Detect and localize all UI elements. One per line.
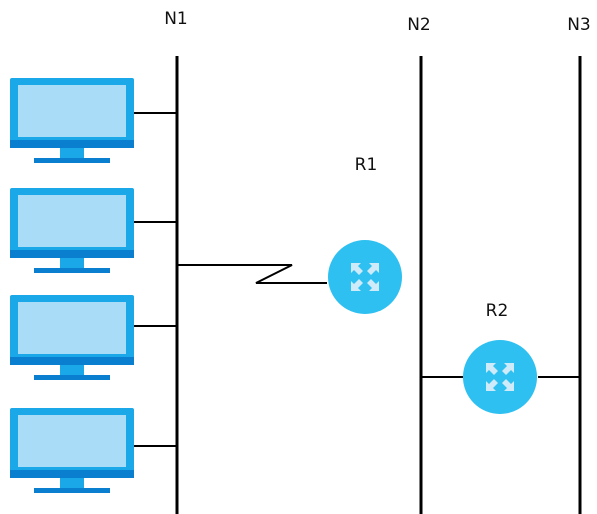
router-label-r1: R1 xyxy=(355,155,378,175)
network-label-n1: N1 xyxy=(164,9,188,29)
computer-4 xyxy=(10,408,177,493)
computer-2 xyxy=(10,188,177,273)
network-label-n3: N3 xyxy=(567,15,591,35)
router-r2 xyxy=(463,340,537,414)
computer-1 xyxy=(10,78,177,163)
router-icon xyxy=(328,240,402,314)
computer-monitor-icon xyxy=(10,295,134,380)
computer-monitor-icon xyxy=(10,188,134,273)
serial-link-n1-r1 xyxy=(177,264,327,284)
router-label-r2: R2 xyxy=(486,301,509,321)
router-icon xyxy=(463,340,537,414)
network-label-n2: N2 xyxy=(407,15,431,35)
router-r1 xyxy=(328,240,402,314)
computer-monitor-icon xyxy=(10,408,134,493)
computer-3 xyxy=(10,295,177,380)
computer-monitor-icon xyxy=(10,78,134,163)
